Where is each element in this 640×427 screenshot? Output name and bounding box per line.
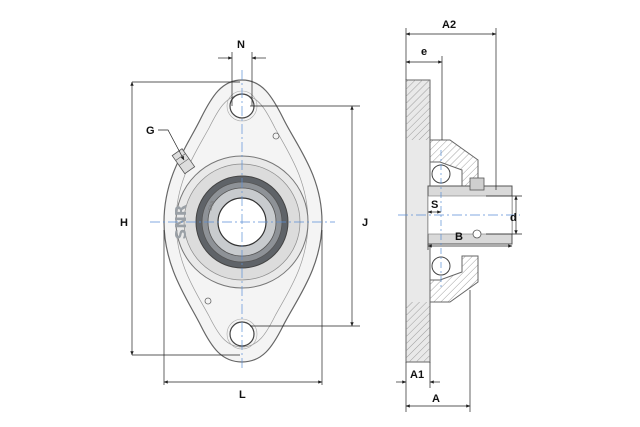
insert-marking: SNR bbox=[207, 199, 216, 211]
dim-e-label: e bbox=[421, 46, 427, 58]
flange-mark-left bbox=[204, 297, 212, 305]
dim-B-label: B bbox=[455, 231, 463, 243]
dim-A2-label: A2 bbox=[442, 19, 456, 31]
side-dimensions bbox=[396, 28, 522, 412]
front-view: SNR SNR bbox=[150, 70, 335, 370]
dim-G-label: G bbox=[146, 125, 155, 137]
front-dimensions bbox=[130, 52, 360, 385]
dim-L-label: L bbox=[239, 389, 246, 401]
set-screw bbox=[469, 177, 485, 191]
housing-section-lower bbox=[429, 255, 479, 303]
dim-H-label: H bbox=[120, 217, 128, 229]
dim-J-label: J bbox=[362, 217, 368, 229]
side-view bbox=[398, 79, 520, 363]
dim-S-label: S bbox=[431, 199, 438, 211]
dim-N-label: N bbox=[237, 39, 245, 51]
flange-mark-right bbox=[272, 132, 280, 140]
dim-d-label: d bbox=[510, 212, 517, 224]
grease-nipple bbox=[171, 148, 196, 175]
sleeve-hole bbox=[472, 229, 482, 239]
dim-A1-label: A1 bbox=[410, 369, 424, 381]
dim-A-label: A bbox=[432, 393, 440, 405]
